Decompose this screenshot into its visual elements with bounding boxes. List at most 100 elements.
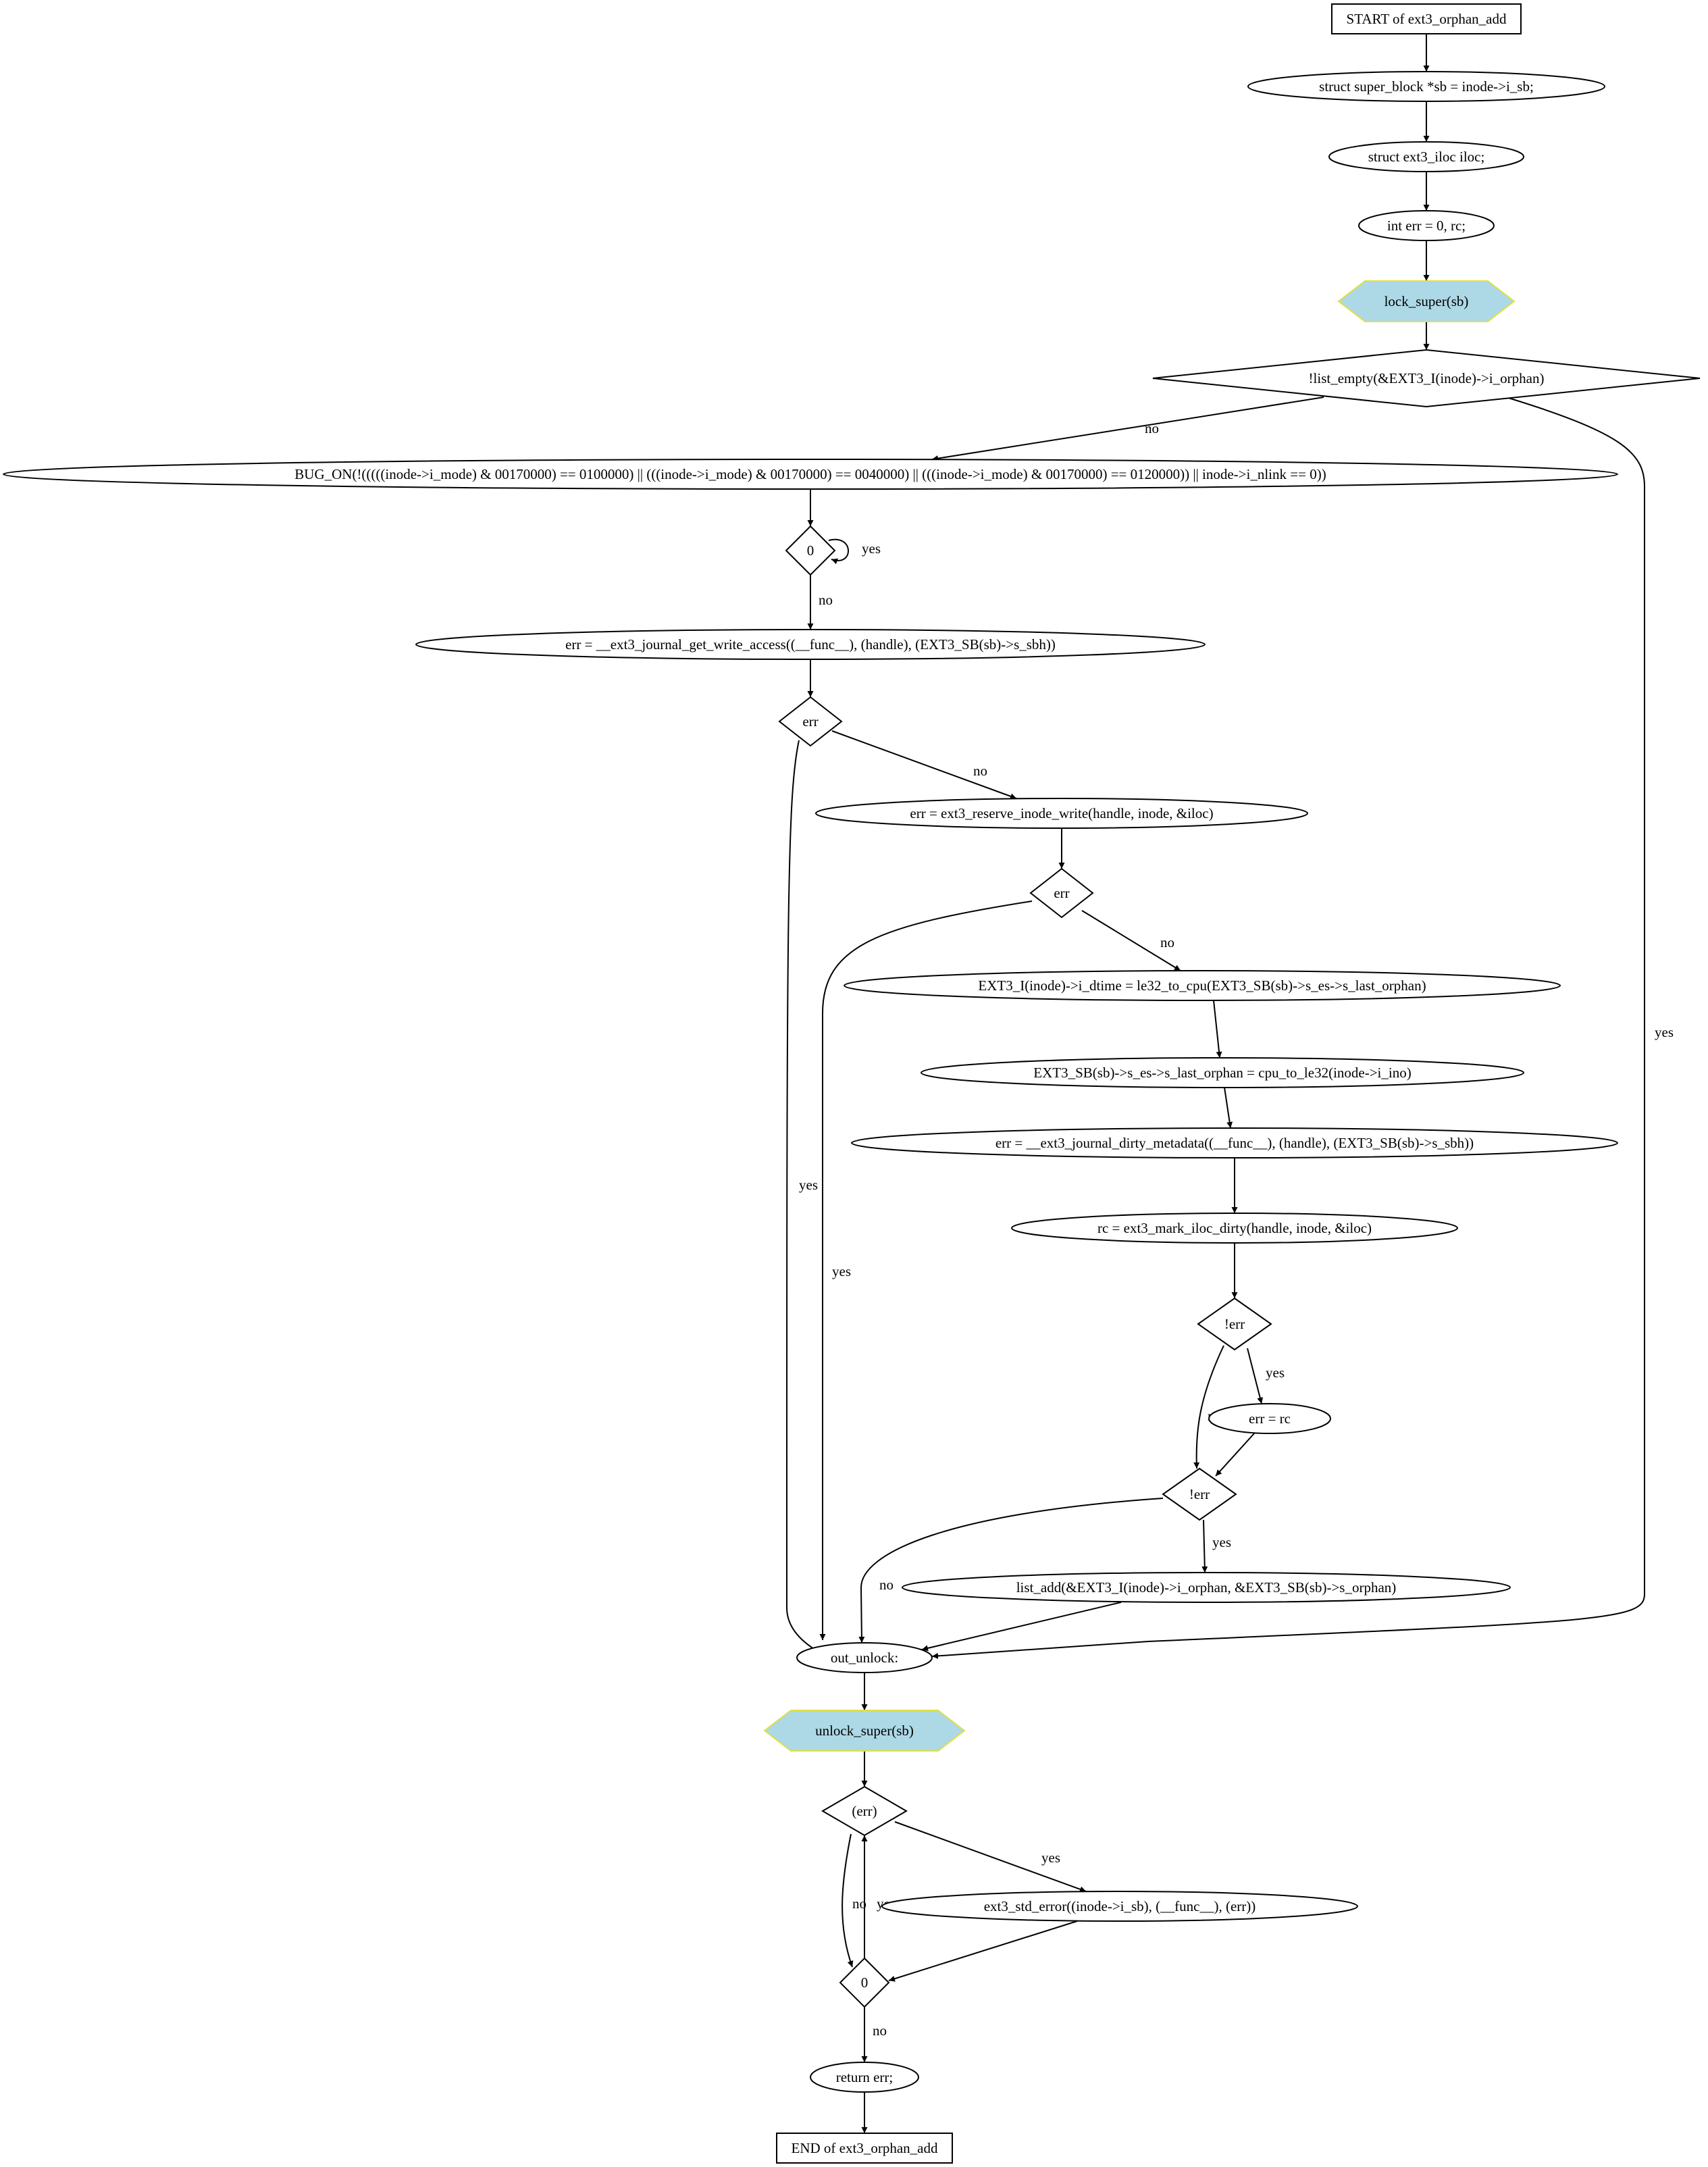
node-d_perr: (err) [821, 1785, 908, 1837]
edge-d_perr-to-d_zero2 [842, 1833, 854, 1968]
edge-label-no: no [1160, 934, 1174, 950]
edge-label-yes: yes [1655, 1024, 1674, 1040]
node-label: err = ext3_reserve_inode_write(handle, i… [910, 805, 1213, 821]
node-shape-diamond [778, 696, 843, 747]
node-n_last: EXT3_SB(sb)->s_es->s_last_orphan = cpu_t… [921, 1057, 1524, 1088]
node-n_out: out_unlock: [796, 1642, 933, 1673]
edge-n_errrc-to-d_nerr2 [1215, 1432, 1256, 1477]
edge-label-yes: yes [862, 540, 881, 557]
node-label: END of ext3_orphan_add [792, 2140, 938, 2156]
node-shape-ellipse [902, 1572, 1511, 1603]
node-shape-ellipse [815, 798, 1308, 829]
edge-d_err2-to-n_dtime [1081, 910, 1181, 971]
edge-label-no: no [879, 1577, 894, 1593]
node-shape-ellipse [415, 629, 1206, 660]
node-shape-diamond [1197, 1297, 1272, 1351]
node-label: err = rc [1249, 1410, 1291, 1427]
edge-label-no: no [873, 2022, 887, 2039]
edge-label-yes: yes [799, 1177, 818, 1193]
edge-label-no: no [819, 592, 833, 608]
node-label: BUG_ON(!(((((inode->i_mode) & 00170000) … [294, 466, 1326, 482]
node-label: 0 [861, 1974, 869, 1991]
node-d_zero1: 0 [785, 525, 836, 576]
node-label: 0 [807, 542, 814, 559]
edge-d_err2-to-n_out [819, 900, 1033, 1640]
node-d_nerr2: !err [1162, 1467, 1237, 1521]
edge-d_zero1-to-d_zero1 [828, 538, 849, 565]
node-label: !err [1189, 1486, 1210, 1502]
node-shape-box [1331, 3, 1522, 34]
node-n_bug: BUG_ON(!(((((inode->i_mode) & 00170000) … [3, 459, 1618, 490]
node-n_dtime: EXT3_I(inode)->i_dtime = le32_to_cpu(EXT… [844, 970, 1561, 1001]
node-label: err [802, 713, 818, 730]
node-n_wa: err = __ext3_journal_get_write_access((_… [415, 629, 1206, 660]
node-shape-diamond [1162, 1467, 1237, 1521]
node-n_err: int err = 0, rc; [1358, 210, 1495, 241]
node-n_unlock: unlock_super(sb) [763, 1710, 966, 1752]
edge-d_nerr2-to-n_out [858, 1498, 1164, 1643]
node-shape-ellipse [921, 1057, 1524, 1088]
node-shape-ellipse [796, 1642, 933, 1673]
node-label: ext3_std_error((inode->i_sb), (__func__)… [984, 1898, 1256, 1914]
node-d_zero2: 0 [839, 1957, 890, 2008]
node-shape-diamond [1029, 867, 1094, 919]
node-start: START of ext3_orphan_add [1331, 3, 1522, 34]
node-label: struct super_block *sb = inode->i_sb; [1319, 78, 1534, 95]
node-n_sb: struct super_block *sb = inode->i_sb; [1247, 71, 1605, 102]
node-end: END of ext3_orphan_add [776, 2133, 953, 2164]
edge-n_stderr-to-d_zero2 [888, 1920, 1078, 1982]
node-shape-diamond [839, 1957, 890, 2008]
node-n_reserve: err = ext3_reserve_inode_write(handle, i… [815, 798, 1308, 829]
edge-d_list-to-n_out [931, 397, 1645, 1659]
node-n_rc: rc = ext3_mark_iloc_dirty(handle, inode,… [1011, 1213, 1458, 1244]
node-label: return err; [836, 2069, 894, 2085]
edge-d_err1-to-n_reserve [831, 730, 1017, 800]
node-label: rc = ext3_mark_iloc_dirty(handle, inode,… [1097, 1220, 1372, 1236]
node-d_err1: err [778, 696, 843, 747]
node-label: out_unlock: [831, 1650, 898, 1666]
edge-label-no: no [1145, 420, 1159, 436]
node-shape-ellipse [881, 1891, 1358, 1922]
edge-label-yes: yes [1041, 1850, 1060, 1866]
node-n_ret: return err; [810, 2062, 919, 2093]
node-shape-ellipse [1358, 210, 1495, 241]
node-n_stderr: ext3_std_error((inode->i_sb), (__func__)… [881, 1891, 1358, 1922]
node-shape-ellipse [1328, 141, 1524, 172]
node-n_dirty: err = __ext3_journal_dirty_metadata((__f… [851, 1127, 1618, 1158]
node-label: unlock_super(sb) [815, 1723, 914, 1739]
node-n_lock: lock_super(sb) [1337, 280, 1516, 322]
edge-label-yes: yes [1212, 1534, 1231, 1550]
node-label: list_add(&EXT3_I(inode)->i_orphan, &EXT3… [1016, 1579, 1397, 1596]
edge-label-no: no [973, 763, 987, 779]
edge-d_list-to-n_bug [931, 397, 1324, 462]
edge-d_nerr2-to-n_listadd [1201, 1519, 1208, 1573]
node-n_listadd: list_add(&EXT3_I(inode)->i_orphan, &EXT3… [902, 1572, 1511, 1603]
node-shape-ellipse [1247, 71, 1605, 102]
edge-n_last-to-n_dirty [1224, 1087, 1233, 1129]
node-shape-ellipse [3, 459, 1618, 490]
node-d_err2: err [1029, 867, 1094, 919]
edge-d_err1-to-n_out [785, 740, 821, 1654]
node-shape-hexagon [1337, 280, 1516, 322]
edge-d_nerr1-to-d_nerr2 [1193, 1345, 1224, 1469]
node-n_errrc: err = rc [1208, 1403, 1331, 1434]
node-shape-ellipse [851, 1127, 1618, 1158]
node-d_nerr1: !err [1197, 1297, 1272, 1351]
node-n_iloc: struct ext3_iloc iloc; [1328, 141, 1524, 172]
node-label: START of ext3_orphan_add [1347, 11, 1507, 27]
node-label: !err [1224, 1316, 1245, 1332]
edge-label-yes: yes [832, 1263, 851, 1279]
node-shape-box [776, 2133, 953, 2164]
edge-label-yes: yes [1266, 1365, 1285, 1381]
node-label: (err) [852, 1803, 877, 1819]
node-shape-ellipse [810, 2062, 919, 2093]
node-label: err = __ext3_journal_dirty_metadata((__f… [995, 1135, 1474, 1151]
node-label: EXT3_I(inode)->i_dtime = le32_to_cpu(EXT… [978, 977, 1426, 994]
node-shape-ellipse [844, 970, 1561, 1001]
edge-label-no: no [852, 1895, 866, 1912]
node-d_list: !list_empty(&EXT3_I(inode)->i_orphan) [1152, 349, 1701, 408]
node-label: EXT3_SB(sb)->s_es->s_last_orphan = cpu_t… [1033, 1065, 1411, 1081]
node-label: !list_empty(&EXT3_I(inode)->i_orphan) [1309, 370, 1545, 386]
